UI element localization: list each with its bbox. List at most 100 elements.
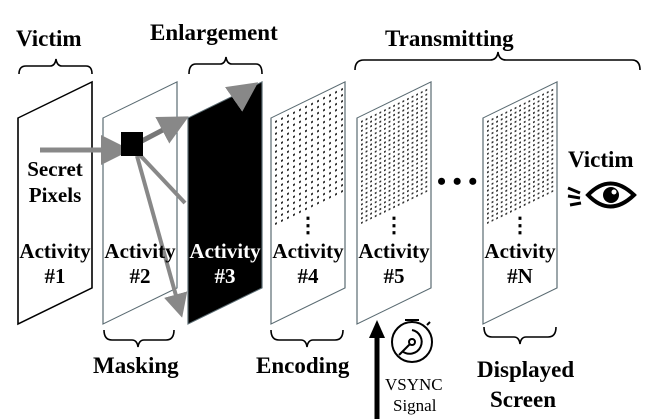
encoded-pixel	[551, 180, 554, 184]
encoded-pixel	[528, 122, 531, 126]
encoded-pixel	[519, 109, 522, 112]
encoded-pixel	[370, 129, 372, 133]
activity-number: #2	[130, 264, 151, 288]
encoded-pixel	[379, 152, 382, 156]
encoded-pixel	[305, 165, 307, 169]
encoded-pixel	[542, 189, 545, 193]
encoded-pixel	[411, 100, 414, 103]
encoded-pixel	[523, 139, 526, 142]
encoded-pixel	[533, 152, 535, 156]
encoded-pixel	[500, 159, 503, 163]
secret-label: Secret	[27, 157, 83, 181]
encoded-pixel	[510, 164, 512, 167]
encoded-pixel	[542, 143, 545, 147]
encoded-pixel	[275, 222, 277, 226]
encoded-pixel	[551, 189, 554, 193]
encoded-pixel	[533, 194, 535, 198]
encoded-pixel	[505, 212, 508, 216]
encoded-pixel	[370, 170, 372, 174]
encoded-pixel	[411, 146, 414, 149]
encoded-pixel	[287, 132, 289, 136]
encoded-pixel	[411, 118, 414, 122]
encoded-pixel	[546, 183, 549, 186]
encoded-pixel	[420, 123, 423, 126]
encoded-pixel	[388, 129, 391, 133]
encoded-pixel	[341, 87, 343, 91]
encoded-pixel	[323, 144, 325, 148]
encoded-pixel	[551, 139, 554, 143]
encoded-pixel	[505, 129, 508, 133]
encoded-pixel	[365, 145, 368, 149]
encoded-pixel	[311, 126, 313, 130]
encoded-pixel	[323, 156, 325, 160]
encoded-pixel	[411, 178, 414, 181]
encoded-pixel	[335, 90, 337, 94]
encoded-pixel	[397, 152, 400, 156]
encoded-pixel	[379, 175, 382, 179]
encoded-pixel	[329, 105, 331, 109]
encoded-pixel	[361, 152, 363, 156]
encoded-pixel	[425, 120, 428, 124]
encoded-pixel	[537, 164, 540, 168]
encoded-pixel	[533, 185, 535, 188]
encoded-pixel	[407, 97, 409, 101]
encoded-pixel	[425, 171, 428, 175]
encoded-pixel	[425, 176, 428, 179]
encoded-pixel	[335, 162, 337, 166]
encoded-pixel	[496, 207, 498, 211]
encoded-pixel	[379, 193, 382, 197]
encoded-pixel	[420, 132, 423, 136]
encoded-pixel	[551, 120, 554, 124]
encoded-pixel	[491, 182, 494, 186]
encoded-pixel	[510, 177, 512, 181]
encoded-pixel	[491, 154, 494, 158]
encoded-pixel	[293, 117, 295, 121]
encoded-pixel	[374, 196, 377, 199]
encoded-pixel	[361, 198, 363, 202]
encoded-pixel	[402, 127, 405, 131]
encoded-pixel	[411, 169, 414, 172]
encoded-pixel	[491, 173, 494, 176]
encoded-pixel	[546, 109, 549, 113]
encoded-pixel	[293, 147, 295, 151]
encoded-pixel	[514, 175, 517, 179]
encoded-pixel	[420, 109, 423, 113]
encoded-pixel	[335, 114, 337, 118]
encoded-pixel	[500, 214, 503, 218]
encoded-pixel	[311, 204, 313, 208]
encoded-pixel	[505, 138, 508, 142]
encoded-pixel	[425, 130, 428, 133]
encoded-pixel	[487, 129, 489, 133]
encoded-pixel	[397, 120, 400, 124]
encoded-pixel	[287, 144, 289, 148]
encoded-pixel	[487, 175, 489, 179]
encoded-pixel	[519, 113, 522, 117]
encoded-pixel	[397, 157, 400, 161]
encoded-pixel	[317, 99, 319, 103]
encoded-pixel	[420, 104, 423, 108]
encoded-pixel	[523, 175, 526, 179]
encoded-pixel	[514, 129, 517, 133]
encoded-pixel	[533, 129, 535, 133]
encoded-pixel	[341, 111, 343, 115]
encoded-pixel	[365, 186, 368, 190]
encoded-pixel	[523, 171, 526, 174]
encoded-pixel	[407, 120, 409, 124]
encoded-pixel	[528, 187, 531, 191]
encoded-pixel	[496, 189, 498, 192]
encoded-pixel	[411, 104, 414, 108]
encoded-pixel	[335, 180, 337, 184]
activity-number: #5	[384, 264, 405, 288]
encoded-pixel	[388, 198, 391, 202]
encoded-pixel	[393, 122, 396, 126]
encoded-pixel	[287, 138, 289, 142]
encoded-pixel	[374, 214, 377, 218]
encoded-pixel	[407, 175, 409, 179]
activity-panel-4	[270, 81, 346, 325]
encoded-pixel	[379, 111, 382, 114]
encoded-pixel	[293, 213, 295, 217]
encoded-pixel	[510, 141, 512, 144]
encoded-pixel	[341, 171, 343, 175]
encoded-pixel	[393, 178, 396, 181]
encoded-pixel	[514, 166, 517, 170]
